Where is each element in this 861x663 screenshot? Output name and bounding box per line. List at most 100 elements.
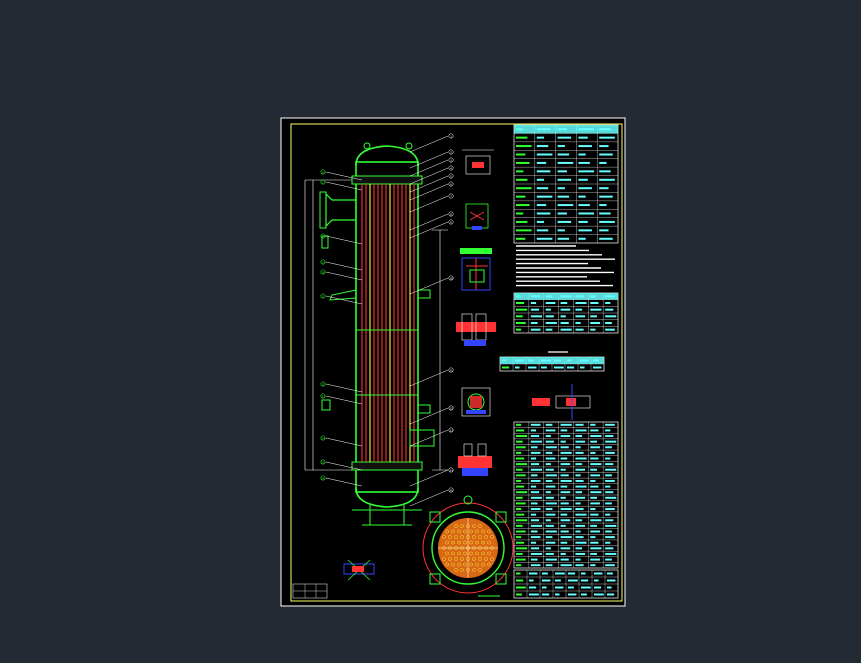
callout-number: 23 — [321, 395, 325, 399]
tube-hole — [457, 562, 461, 567]
overall-dimension-lines — [304, 179, 355, 471]
detail-view-1 — [462, 149, 494, 175]
callout-bubble — [448, 367, 454, 373]
tube-hole — [478, 535, 482, 539]
callout-leader — [409, 135, 449, 153]
revision-block — [292, 583, 328, 599]
tube-hole — [463, 529, 467, 534]
tube-hole — [472, 524, 476, 528]
tube-hole — [472, 535, 476, 539]
callout-bubble — [320, 475, 326, 481]
tube-hole — [442, 557, 446, 561]
tube-hole — [478, 524, 482, 528]
callout-number: 15 — [449, 489, 453, 493]
outer-flange-circle — [422, 502, 514, 594]
callout-bubble — [448, 275, 454, 281]
tube-hole — [454, 524, 458, 528]
detail-view-4 — [456, 313, 496, 346]
callout-number: 20 — [321, 271, 325, 275]
callout-bubble — [448, 211, 454, 217]
callout-leader — [325, 437, 363, 447]
callout-bubble — [320, 381, 326, 387]
callout-leader — [409, 213, 449, 231]
callout-number: 25 — [321, 461, 325, 465]
callout-leader — [325, 383, 363, 393]
tube-hole — [487, 551, 491, 556]
callout-leader — [409, 489, 449, 507]
callout-number: 5 — [450, 175, 452, 179]
tube-hole — [475, 551, 479, 556]
lug-ne — [495, 511, 507, 523]
lower-tubesheet — [351, 461, 423, 471]
callout-leader — [325, 295, 363, 305]
callout-number: 9 — [450, 221, 452, 225]
tube-hole — [475, 529, 479, 534]
callout-bubble — [320, 459, 326, 465]
tube-hole — [463, 551, 467, 556]
tube-hole — [448, 535, 452, 539]
tube-hole — [487, 529, 491, 534]
callout-number: 3 — [450, 159, 452, 163]
tube-hole — [457, 551, 461, 556]
tube-hole — [445, 562, 449, 567]
callout-bubble — [320, 293, 326, 299]
tube-hole — [490, 557, 494, 561]
callout-number: 12 — [449, 407, 453, 411]
callout-leader — [409, 407, 449, 425]
tube-hole — [481, 551, 485, 556]
upper-tubesheet — [351, 175, 423, 185]
tube-hole — [460, 535, 464, 539]
tube-hole — [487, 562, 491, 567]
detail-views — [343, 149, 591, 581]
tube-hole — [478, 557, 482, 561]
tube-hole — [442, 535, 446, 539]
callout-number: 7 — [450, 195, 452, 199]
callout-leader — [325, 181, 363, 191]
callout-bubble — [448, 219, 454, 225]
callout-leader — [325, 271, 363, 281]
callout-number: 8 — [450, 213, 452, 217]
callout-number: 19 — [321, 261, 325, 265]
design-data-table — [499, 356, 605, 372]
technical-notes-block — [516, 245, 615, 287]
callout-number: 16 — [321, 171, 325, 175]
callout-number: 10 — [449, 277, 453, 281]
tube-hole — [457, 540, 461, 545]
callout-leader — [409, 159, 449, 177]
skirt-support — [352, 505, 422, 526]
left-nozzle — [321, 399, 331, 411]
centerlines — [438, 518, 498, 578]
detail-view-2 — [465, 203, 489, 230]
tube-hole — [490, 535, 494, 539]
tube-hole — [475, 540, 479, 545]
technical-characteristics-table — [513, 124, 619, 244]
callout-bubble — [320, 269, 326, 275]
tube-hole — [460, 524, 464, 528]
callout-leader — [409, 221, 449, 239]
tube-hole — [484, 557, 488, 561]
detail-view-8 — [343, 559, 375, 581]
tube-hole — [454, 557, 458, 561]
callout-bubble — [320, 233, 326, 239]
callout-leader — [409, 151, 449, 169]
tube-hole — [478, 568, 482, 572]
callout-bubble — [320, 393, 326, 399]
vessel-shell — [355, 161, 419, 493]
callout-leader — [325, 171, 363, 181]
right-dimension-lines — [432, 229, 448, 471]
nozzle-schedule-table — [513, 292, 619, 334]
callout-leader — [409, 429, 449, 447]
tube-hole — [469, 540, 473, 545]
callout-number: 17 — [321, 181, 325, 185]
tube-hole — [481, 529, 485, 534]
callout-bubble — [448, 193, 454, 199]
callout-leader — [325, 477, 363, 487]
top-nozzle-circle — [463, 495, 473, 505]
tube-hole — [451, 562, 455, 567]
callout-bubble — [448, 405, 454, 411]
tube-bundle — [361, 184, 415, 462]
callout-number: 2 — [450, 151, 452, 155]
detail-view-7 — [532, 384, 591, 420]
